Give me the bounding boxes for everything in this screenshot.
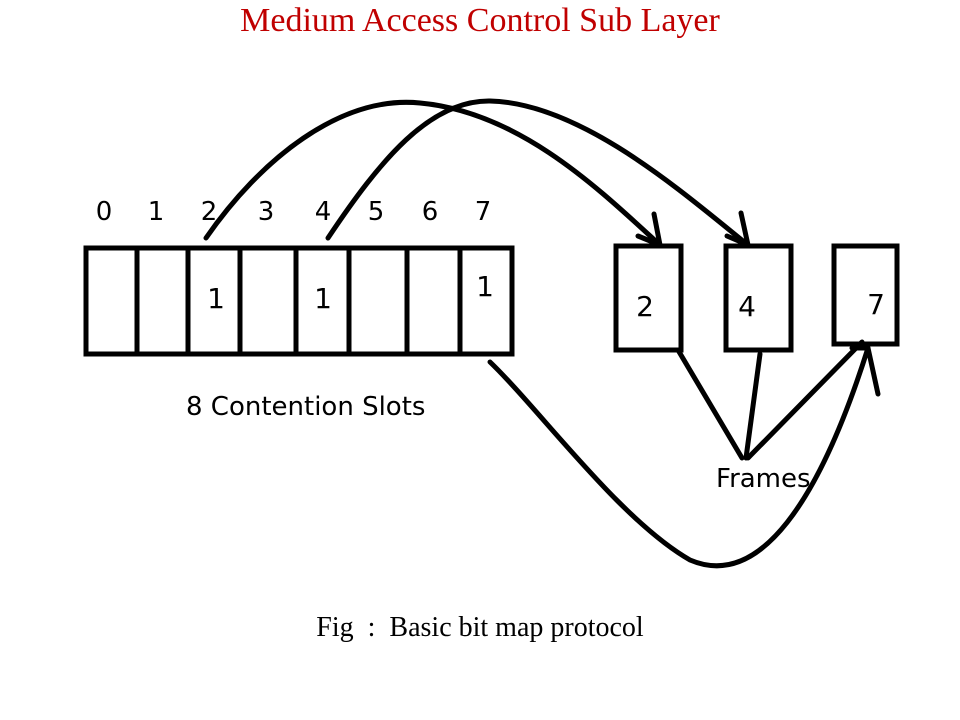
slot-number-1: 1 xyxy=(148,197,165,227)
slot-value-2: 1 xyxy=(207,282,225,315)
arrow-slot4-to-frame4 xyxy=(325,98,751,248)
frame-box-2 xyxy=(613,243,684,353)
arrow-slot2-to-frame2 xyxy=(203,99,663,248)
frame-label-4: 4 xyxy=(738,290,756,323)
slot-number-6: 6 xyxy=(422,197,439,227)
arrowhead-frame2 xyxy=(635,211,663,248)
slot-value-4: 1 xyxy=(314,282,332,315)
figure-caption: Fig : Basic bit map protocol xyxy=(316,612,644,643)
slot-number-3: 3 xyxy=(258,197,275,227)
arrows xyxy=(203,98,881,569)
slot-box-3 xyxy=(237,245,299,357)
slot-numbers: 0 1 2 3 4 5 6 7 xyxy=(96,197,492,227)
slots-label: 8 Contention Slots xyxy=(186,392,425,422)
slot-box-1 xyxy=(134,245,191,357)
slot-number-7: 7 xyxy=(475,197,492,227)
frame-box-4 xyxy=(723,243,794,353)
slot-value-7: 1 xyxy=(476,270,494,303)
slot-box-5 xyxy=(346,245,410,357)
frames-label: Frames xyxy=(716,464,811,494)
slot-number-4: 4 xyxy=(315,197,332,227)
slot-number-5: 5 xyxy=(368,197,385,227)
frame-label-7: 7 xyxy=(867,288,885,321)
arrow-slot7-to-frame7 xyxy=(487,345,871,569)
frame-boxes: 2 4 7 xyxy=(613,243,900,353)
slot-box-0 xyxy=(83,245,140,357)
slot-number-0: 0 xyxy=(96,197,113,227)
page-title: Medium Access Control Sub Layer xyxy=(240,2,720,39)
contention-slots: 1 1 1 xyxy=(83,245,515,357)
slot-box-6 xyxy=(404,245,463,357)
frames-connector-2 xyxy=(675,347,745,461)
frames-connector-7 xyxy=(745,339,865,461)
frame-box-7 xyxy=(831,243,900,347)
arrowhead-frame4 xyxy=(724,210,751,248)
frame-label-2: 2 xyxy=(636,290,654,323)
frames-connector-4 xyxy=(743,351,763,461)
slot-box-7 xyxy=(457,245,515,357)
slot-number-2: 2 xyxy=(201,197,218,227)
